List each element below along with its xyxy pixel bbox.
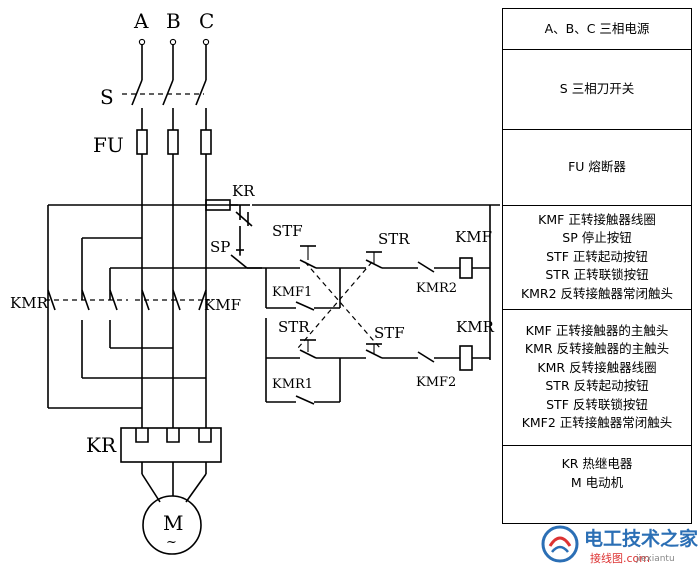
watermark: 电工技术之家 接线图.com jiexiantu bbox=[540, 522, 698, 570]
kr-contact-label: KR bbox=[232, 182, 255, 200]
thermal-relay bbox=[120, 427, 222, 503]
watermark-logo-icon bbox=[541, 525, 579, 563]
legend-section-relay-motor: KR 热继电器 M 电动机 bbox=[503, 445, 691, 523]
kr-relay-label: KR bbox=[86, 433, 117, 457]
watermark-subtitle: 接线图.com bbox=[590, 552, 650, 565]
kmr-main-label: KMR bbox=[10, 294, 49, 312]
legend-line: KMF2 正转接触器常闭触头 bbox=[521, 415, 673, 430]
fuses bbox=[136, 129, 212, 428]
stf-bottom-label: STF bbox=[374, 324, 405, 342]
legend-table: A、B、C 三相电源 S 三相刀开关 FU 熔断器 KMF 正转接触器线圈 SP… bbox=[502, 8, 692, 524]
legend-line: A、B、C 三相电源 bbox=[544, 20, 650, 36]
legend-line: STF 反转联锁按钮 bbox=[546, 396, 648, 412]
kmf-main-label: KMF bbox=[204, 296, 241, 314]
motor bbox=[142, 495, 202, 555]
legend-section-fuse: FU 熔断器 bbox=[503, 129, 691, 206]
str-bottom-label: STR bbox=[278, 318, 310, 336]
legend-line: KMR2 反转接触器常闭触头 bbox=[520, 285, 674, 301]
phase-c-label: C bbox=[199, 9, 214, 33]
control-feed bbox=[47, 199, 240, 409]
interlock-cross bbox=[297, 261, 381, 349]
motor-label: M bbox=[163, 511, 183, 535]
reversing-main-wiring bbox=[81, 237, 262, 379]
sp-label: SP bbox=[210, 238, 230, 256]
kmf1-contact bbox=[266, 301, 340, 311]
kmr-coil-label: KMR bbox=[456, 318, 495, 336]
legend-section-power: A、B、C 三相电源 bbox=[503, 9, 691, 50]
legend-line: STR 正转联锁按钮 bbox=[545, 267, 649, 283]
watermark-title: 电工技术之家 bbox=[584, 528, 698, 550]
kmf2-label: KMF2 bbox=[416, 375, 456, 390]
phase-b-label: B bbox=[166, 9, 181, 33]
watermark-url: jiexiantu bbox=[636, 554, 675, 564]
legend-section-forward: KMF 正转接触器线圈 SP 停止按钮 STF 正转起动按钮 STR 正转联锁按… bbox=[503, 205, 691, 310]
legend-line: STR 反转起动按钮 bbox=[545, 378, 649, 393]
knife-switch bbox=[122, 79, 207, 130]
kmr1-contact bbox=[266, 395, 340, 405]
reverse-control-row bbox=[265, 318, 490, 402]
phase-a-label: A bbox=[133, 9, 149, 33]
phase-terminals bbox=[138, 38, 210, 80]
legend-line: KMR 反转接触器的主触头 bbox=[524, 341, 670, 356]
fuse-label: FU bbox=[93, 133, 124, 157]
kmf-main-contacts bbox=[135, 289, 210, 311]
kmf1-label: KMF1 bbox=[272, 285, 312, 300]
legend-line: M 电动机 bbox=[570, 474, 624, 490]
str-top-label: STR bbox=[378, 230, 410, 248]
switch-s-label: S bbox=[100, 85, 114, 109]
kr-nc-contact bbox=[235, 204, 500, 240]
legend-line: STF 正转起动按钮 bbox=[546, 248, 648, 264]
legend-line: KMR 反转接触器线圈 bbox=[537, 359, 657, 375]
legend-line: FU 熔断器 bbox=[568, 158, 626, 174]
legend-line: SP 停止按钮 bbox=[562, 230, 632, 246]
legend-line: S 三相刀开关 bbox=[559, 80, 635, 96]
kmf-coil-label: KMF bbox=[455, 228, 492, 246]
motor-ac-symbol: ~ bbox=[166, 535, 177, 550]
forward-control-row bbox=[262, 205, 491, 360]
stf-top-label: STF bbox=[272, 222, 303, 240]
circuit-diagram: A B C S FU KR bbox=[10, 9, 500, 555]
stop-button bbox=[230, 240, 262, 269]
legend-section-switch: S 三相刀开关 bbox=[503, 49, 691, 130]
kmr1-label: KMR1 bbox=[272, 377, 313, 392]
legend-line: KR 热继电器 bbox=[561, 456, 633, 471]
kmr2-label: KMR2 bbox=[416, 281, 457, 296]
legend-line: KMF 正转接触器线圈 bbox=[538, 211, 656, 227]
kmr-main-contacts bbox=[45, 289, 128, 311]
legend-section-reverse: KMF 正转接触器的主触头 KMR 反转接触器的主触头 KMR 反转接触器线圈 … bbox=[503, 309, 691, 446]
legend-line: KMF 正转接触器的主触头 bbox=[525, 322, 669, 338]
